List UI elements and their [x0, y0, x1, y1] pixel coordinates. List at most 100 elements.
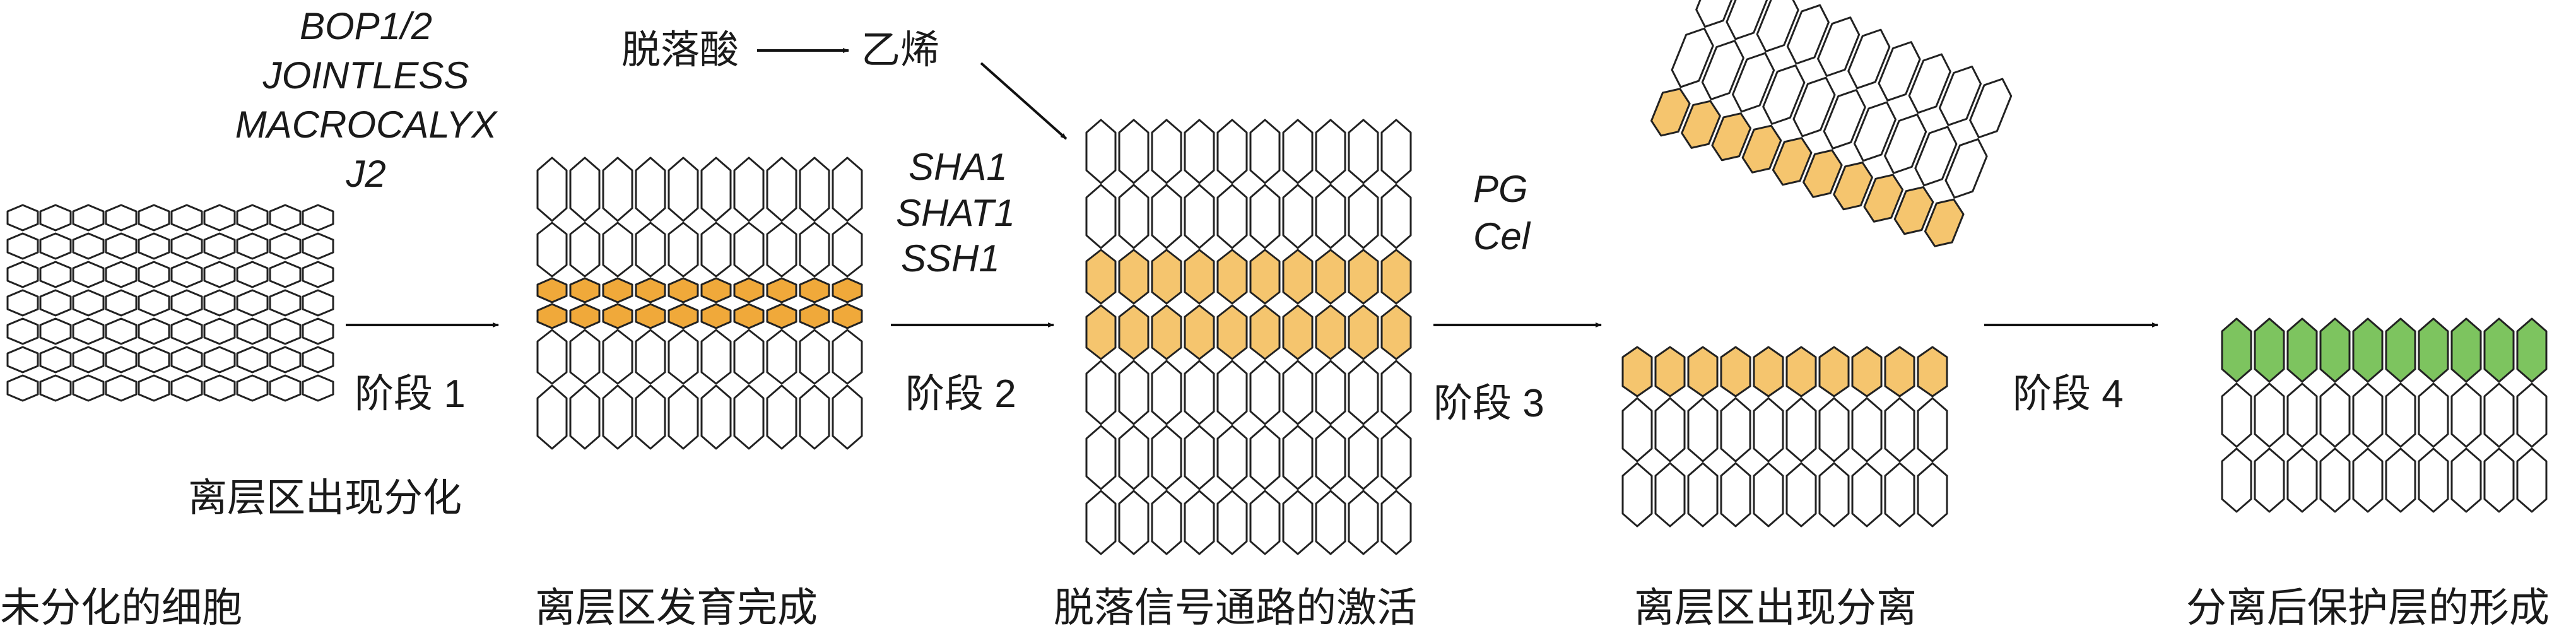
tissue-cell	[766, 221, 797, 278]
stage-4-label: 阶段 4	[2013, 372, 2124, 416]
separated-tissue-cell	[1969, 78, 2013, 139]
remaining-zone-cell	[1687, 346, 1719, 398]
abscission-zone-cell	[832, 277, 863, 304]
tissue-cell	[1282, 360, 1314, 425]
caption-undifferentiated: 未分化的细胞	[0, 585, 242, 630]
tissue-cell	[1184, 184, 1215, 249]
abscission-zone-cell	[635, 303, 666, 329]
activated-zone-cell	[1216, 249, 1248, 305]
undifferentiated-cell	[138, 232, 170, 260]
tissue-cell	[1380, 360, 1412, 425]
tissue-cell	[1282, 119, 1314, 184]
activated-zone-cell	[1380, 304, 1412, 360]
tissue-cell	[1282, 184, 1314, 249]
tissue-cell	[1720, 462, 1751, 528]
activated-zone-cell	[1282, 304, 1314, 360]
tissue-cell	[1085, 119, 1117, 184]
separated-zone-cell	[1924, 198, 1965, 247]
separated-lower-tissue-grid	[1621, 346, 1948, 528]
undifferentiated-cell	[6, 232, 39, 260]
abscission-zone-cell	[700, 277, 732, 304]
tissue-cell	[668, 384, 699, 450]
undifferentiated-cell	[269, 317, 302, 345]
tissue-cell	[1184, 425, 1215, 490]
undifferentiated-cell	[269, 374, 302, 402]
separated-tissue-cell	[1908, 53, 1951, 114]
undifferentiated-cell	[39, 374, 72, 402]
tissue-cell	[1249, 490, 1281, 555]
abscission-zone-cell	[832, 303, 863, 329]
tissue-cell	[1151, 360, 1182, 425]
protective-layer-cell	[2319, 317, 2351, 383]
undifferentiated-cell	[236, 374, 269, 402]
abscission-zone-cell	[602, 277, 633, 304]
undifferentiated-cell	[170, 346, 203, 374]
tissue-cell	[2516, 447, 2548, 513]
tissue-cell	[536, 384, 568, 450]
tissue-cell	[1917, 397, 1948, 463]
gene-cel: Cel	[1473, 215, 1531, 257]
tissue-cell	[799, 156, 830, 222]
tissue-cell	[1216, 425, 1248, 490]
undifferentiated-cell	[302, 289, 334, 317]
tissue-cell	[1216, 184, 1248, 249]
tissue-cell	[1184, 119, 1215, 184]
tissue-cell	[1085, 490, 1117, 555]
tissue-cell	[1621, 462, 1653, 528]
activated-zone-cell	[1085, 249, 1117, 305]
activated-zone-cell	[1348, 304, 1379, 360]
separated-tissue-cell	[1792, 76, 1836, 138]
activated-zone-cell	[1118, 249, 1150, 305]
separated-zone-cell	[1711, 112, 1752, 162]
tissue-cell	[1282, 490, 1314, 555]
tissue-cell	[1621, 397, 1653, 463]
tissue-cell	[1818, 462, 1850, 528]
abscission-zone-cell	[733, 277, 765, 304]
undifferentiated-cell	[105, 261, 138, 288]
tissue-cell	[1315, 490, 1346, 555]
tissue-cell	[2319, 447, 2351, 513]
tissue-cell	[668, 221, 699, 278]
tissue-cell	[1184, 360, 1215, 425]
undifferentiated-cell	[236, 346, 269, 374]
remaining-zone-cell	[1753, 346, 1784, 398]
tissue-cell	[832, 329, 863, 385]
undifferentiated-cell	[236, 204, 269, 232]
undifferentiated-cell	[138, 317, 170, 345]
undifferentiated-cell	[105, 289, 138, 317]
tissue-cell	[2352, 447, 2384, 513]
tissue-cell	[700, 221, 732, 278]
tissue-cell	[1151, 490, 1182, 555]
tissue-cell	[1315, 184, 1346, 249]
undifferentiated-cell	[269, 261, 302, 288]
undifferentiated-cell	[203, 232, 236, 260]
separated-tissue-cell	[1732, 52, 1775, 113]
tissue-cell	[733, 384, 765, 450]
protective-layer-cell	[2418, 317, 2449, 383]
tissue-cell	[1687, 397, 1719, 463]
undifferentiated-cell	[72, 317, 105, 345]
tissue-cell	[1249, 119, 1281, 184]
tissue-cell	[2483, 382, 2515, 448]
tissue-cell	[602, 329, 633, 385]
gene-jointless: JOINTLESS	[262, 54, 469, 97]
tissue-cell	[700, 384, 732, 450]
tissue-cell	[1151, 119, 1182, 184]
tissue-cell	[668, 329, 699, 385]
undifferentiated-cell	[170, 232, 203, 260]
tissue-cell	[1085, 425, 1117, 490]
separated-zone-cell	[1772, 137, 1813, 186]
remaining-zone-cell	[1818, 346, 1850, 398]
tissue-cell	[635, 221, 666, 278]
separated-tissue-cell	[1938, 66, 1982, 126]
gene-sha1: SHA1	[909, 146, 1008, 188]
separated-tissue-cell	[1853, 101, 1897, 162]
tissue-cell	[1151, 425, 1182, 490]
tissue-cell	[766, 329, 797, 385]
tissue-cell	[832, 221, 863, 278]
undifferentiated-cell	[6, 261, 39, 288]
tissue-cell	[2221, 447, 2252, 513]
protective-layer-cell	[2254, 317, 2285, 383]
tissue-cell	[602, 384, 633, 450]
tissue-cell	[1348, 490, 1379, 555]
